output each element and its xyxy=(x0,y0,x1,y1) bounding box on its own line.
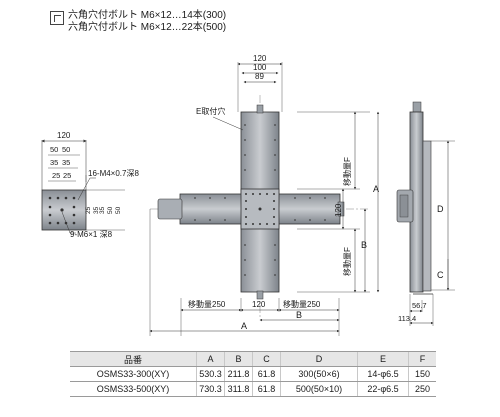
travel-f-right: 移動量F xyxy=(342,247,352,276)
header-line-2: 六角穴付ボルト M6×12…22本(500) xyxy=(68,22,227,33)
figure-icon xyxy=(50,11,64,25)
bottom-center-120: 120 xyxy=(252,300,266,309)
cell-e: 22-φ6.5 xyxy=(357,381,409,397)
col-header-c: C xyxy=(252,351,281,367)
side-dim-50b: 50 xyxy=(62,145,70,154)
cell-a: 530.3 xyxy=(196,366,225,382)
col-header-d: D xyxy=(280,351,358,367)
side-view-holes xyxy=(48,196,76,225)
label-a-bottom: A xyxy=(241,321,247,331)
e-hole-label: E取付穴 xyxy=(196,106,225,116)
label-b-right: B xyxy=(361,240,367,250)
svg-text:35: 35 xyxy=(93,206,100,214)
svg-text:35: 35 xyxy=(99,206,106,214)
top-view-table-holes xyxy=(245,193,275,225)
side-view-block xyxy=(41,189,87,231)
top-dim-89: 89 xyxy=(255,72,264,81)
header: 六角穴付ボルト M6×12…14本(300) 六角穴付ボルト M6×12…22本… xyxy=(50,9,310,39)
cell-c: 61.8 xyxy=(252,381,281,397)
cell-b: 311.8 xyxy=(224,381,253,397)
side-dim-25a: 25 xyxy=(52,171,60,180)
cell-a: 730.3 xyxy=(196,381,225,397)
top-dim-120: 120 xyxy=(253,54,267,63)
svg-text:50: 50 xyxy=(107,206,114,214)
table-row: OSMS33-500(XY) 730.3 311.8 61.8 500(50×1… xyxy=(70,381,436,397)
tap-note: 16-M4×0.7深8 xyxy=(88,169,139,178)
col-header-b: B xyxy=(224,351,253,367)
side-dim-35b: 35 xyxy=(62,158,70,167)
svg-text:25: 25 xyxy=(85,206,92,214)
side-elevation: D C 56.7 113.4 xyxy=(396,101,455,326)
side-width-label: 120 xyxy=(57,131,71,140)
cell-b: 211.8 xyxy=(224,366,253,382)
spec-table-header-row: 品番 A B C D E F xyxy=(70,351,436,367)
travel-f-upper: 移動量F xyxy=(342,157,352,186)
bottom-travel-right: 移動量250 xyxy=(283,299,321,309)
top-view-rail-holes xyxy=(194,124,326,276)
dim-567: 56.7 xyxy=(412,301,427,310)
cell-f: 150 xyxy=(408,366,436,382)
top-dims: 120 100 89 xyxy=(237,54,283,112)
side-vertical-dims: 25 35 35 50 50 xyxy=(85,206,122,214)
col-header-a: A xyxy=(196,351,225,367)
side-dim-25b: 25 xyxy=(63,171,71,180)
cell-model: OSMS33-300(XY) xyxy=(70,366,197,382)
col-header-model: 品番 xyxy=(70,351,197,367)
bottom-travel-left: 移動量250 xyxy=(188,299,226,309)
side-dim-50a: 50 xyxy=(50,145,58,154)
cell-f: 250 xyxy=(408,381,436,397)
label-a-right: A xyxy=(373,184,379,194)
center-120: 120 xyxy=(334,203,343,217)
cell-e: 14-φ6.5 xyxy=(357,366,409,382)
label-b-bottom: B xyxy=(296,310,302,320)
table-row: OSMS33-300(XY) 530.3 211.8 61.8 300(50×6… xyxy=(70,366,436,382)
side-view: 120 50 50 35 35 25 25 16-M4×0.7深8 9-M6×1… xyxy=(41,131,139,239)
dim-1134: 113.4 xyxy=(398,314,416,323)
top-view-x-motor xyxy=(157,198,183,220)
header-line-1: 六角穴付ボルト M6×12…14本(300) xyxy=(68,10,227,21)
col-header-e: E xyxy=(357,351,409,367)
col-header-f: F xyxy=(408,351,436,367)
side-dim-35a: 35 xyxy=(50,158,58,167)
label-c: C xyxy=(437,270,444,280)
cell-c: 61.8 xyxy=(252,366,281,382)
label-d: D xyxy=(437,204,444,214)
spec-table: 品番 A B C D E F OSMS33-300(XY) 530.3 211.… xyxy=(70,351,436,397)
svg-text:50: 50 xyxy=(115,206,122,214)
top-view: 120 100 89 E取付穴 移動量F 移動量F 120 B A 移動量250… xyxy=(149,54,380,336)
cell-model: OSMS33-500(XY) xyxy=(70,381,197,397)
top-dim-100: 100 xyxy=(253,63,267,72)
cell-d: 300(50×6) xyxy=(280,366,358,382)
bolt-note: 9-M6×1 深8 xyxy=(70,230,113,239)
cell-d: 500(50×10) xyxy=(280,381,358,397)
